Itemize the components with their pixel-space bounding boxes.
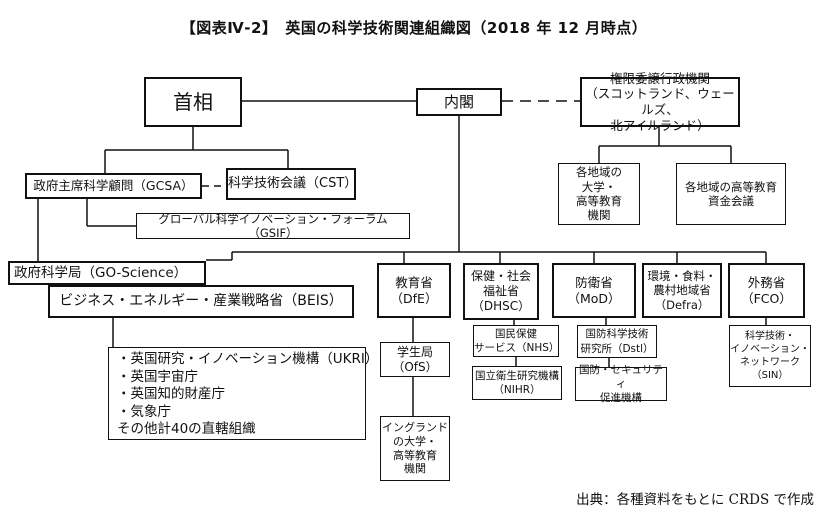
dasa-label: 国防・セキュリティ 促進機構	[579, 363, 663, 405]
cabinet-label: 内閣	[443, 92, 474, 111]
mod-box: 防衛省 （MoD）	[552, 263, 636, 318]
england-universities-label: イングランド の大学・ 高等教育 機関	[382, 421, 448, 476]
go-science-label: 政府科学局（GO-Science）	[14, 264, 188, 281]
nihr-box: 国立衛生研究機構 （NIHR）	[472, 366, 562, 400]
dfe-box: 教育省 （DfE）	[377, 263, 451, 318]
regional-universities-box: 各地域の 大学・ 高等教育 機関	[558, 163, 640, 225]
dhsc-box: 保健・社会 福祉省 （DHSC）	[463, 263, 539, 320]
list-item: ・英国研究・イノベーション機構（UKRI）	[117, 351, 379, 367]
go-science-box: 政府科学局（GO-Science）	[8, 261, 206, 285]
cabinet-box: 内閣	[416, 88, 502, 116]
beis-label: ビジネス・エネルギー・産業戦略省（BEIS）	[59, 292, 343, 309]
fco-label: 外務省 （FCO）	[741, 274, 792, 306]
list-item: ・英国宇宙庁	[117, 368, 198, 385]
beis-box: ビジネス・エネルギー・産業戦略省（BEIS）	[48, 285, 354, 318]
dfe-label: 教育省 （DfE）	[390, 274, 438, 306]
nhs-label: 国民保健 サービス（NHS）	[474, 327, 560, 354]
dstl-label: 国防科学技術 研究所（Dstl）	[580, 328, 654, 355]
regional-funding-councils-label: 各地域の高等教育 資金会議	[685, 179, 777, 208]
source-note: 出典：各種資料をもとに CRDS で作成	[576, 492, 814, 508]
beis-bodies-list: ・英国研究・イノベーション機構（UKRI） ・英国宇宙庁 ・英国知的財産庁 ・気…	[108, 347, 379, 440]
defra-label: 環境・食料・ 農村地域省 （Defra）	[647, 268, 717, 312]
cst-label: 科学技術会議（CST）	[228, 175, 358, 191]
ofs-box: 学生局 （OfS）	[380, 342, 450, 377]
regional-funding-councils-box: 各地域の高等教育 資金会議	[676, 163, 786, 225]
chart-title: 【図表Ⅳ-2】 英国の科学技術関連組織図（2018 年 12 月時点）	[180, 19, 648, 37]
list-item: その他計40の直轄組織	[117, 421, 256, 437]
regional-universities-label: 各地域の 大学・ 高等教育 機関	[576, 165, 622, 223]
nhs-box: 国民保健 サービス（NHS）	[473, 325, 559, 357]
cst-box: 科学技術会議（CST）	[226, 168, 358, 200]
prime-minister-box: 首相	[144, 77, 242, 127]
gsif-label: グローバル科学イノベーション・フォーラム（GSIF）	[158, 211, 388, 240]
gcsa-box: 政府主席科学顧問（GCSA）	[25, 173, 202, 199]
ofs-label: 学生局 （OfS）	[392, 344, 438, 374]
defra-box: 環境・食料・ 農村地域省 （Defra）	[642, 263, 722, 318]
list-item: ・気象庁	[117, 403, 171, 420]
gcsa-label: 政府主席科学顧問（GCSA）	[33, 178, 194, 194]
devolved-administrations-box: 権限委譲行政機関 （スコットランド、ウェールズ、 北アイルランド）	[580, 71, 740, 133]
dasa-box: 国防・セキュリティ 促進機構	[575, 364, 667, 404]
england-universities-box: イングランド の大学・ 高等教育 機関	[380, 416, 450, 481]
dhsc-label: 保健・社会 福祉省 （DHSC）	[470, 269, 531, 313]
sin-box: 科学技術・ イノベーション・ ネットワーク （SIN）	[729, 325, 811, 387]
sin-label: 科学技術・ イノベーション・ ネットワーク （SIN）	[730, 331, 810, 381]
list-item: ・英国知的財産庁	[117, 386, 225, 402]
dstl-box: 国防科学技術 研究所（Dstl）	[577, 325, 657, 358]
fco-box: 外務省 （FCO）	[728, 263, 805, 318]
mod-label: 防衛省 （MoD）	[567, 274, 621, 306]
gsif-box: グローバル科学イノベーション・フォーラム（GSIF）	[136, 211, 410, 240]
devolved-administrations-label: 権限委譲行政機関 （スコットランド、ウェールズ、 北アイルランド）	[585, 70, 735, 133]
prime-minister-label: 首相	[173, 89, 213, 114]
nihr-label: 国立衛生研究機構 （NIHR）	[475, 369, 559, 396]
